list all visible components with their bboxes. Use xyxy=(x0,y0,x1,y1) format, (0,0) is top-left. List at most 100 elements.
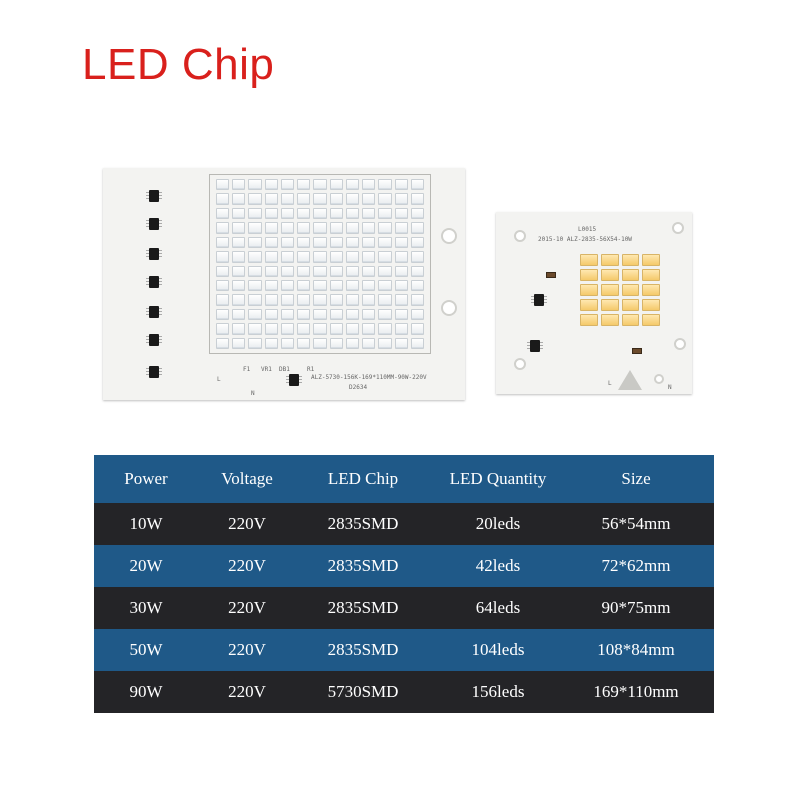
cell-power: 90W xyxy=(129,682,163,701)
led-cell xyxy=(264,323,278,335)
silkscreen-label-r1: R1 xyxy=(307,366,315,373)
silkscreen-label-vr1: VR1 xyxy=(261,366,272,373)
led-cell xyxy=(313,193,327,205)
led-cell xyxy=(232,337,246,349)
driver-chip-icon xyxy=(146,334,162,346)
led-cell xyxy=(280,236,295,249)
led-cell xyxy=(621,314,640,326)
led-cell xyxy=(232,222,246,234)
table-row: 30W 220V 2835SMD 64leds 90*75mm xyxy=(94,587,714,629)
driver-chip-icon xyxy=(146,248,162,260)
led-cell xyxy=(362,193,376,205)
led-cell xyxy=(329,236,343,249)
led-cell xyxy=(378,179,392,191)
led-cell xyxy=(329,279,343,292)
led-cell xyxy=(297,193,311,205)
driver-chip-icon xyxy=(531,294,547,306)
led-cell xyxy=(410,179,424,191)
led-cell xyxy=(216,207,230,220)
led-cell xyxy=(345,294,360,306)
led-cell xyxy=(394,207,408,220)
led-cell xyxy=(297,323,311,335)
led-cell xyxy=(248,323,262,335)
led-array-white xyxy=(209,174,431,354)
cell-led-quantity: 42leds xyxy=(475,556,521,575)
led-cell xyxy=(248,251,262,263)
led-cell xyxy=(345,265,360,277)
header-size: Size xyxy=(621,469,651,488)
led-cell xyxy=(297,251,311,263)
led-cell xyxy=(378,323,392,335)
led-cell xyxy=(600,269,619,281)
mounting-hole xyxy=(514,230,526,242)
led-cell xyxy=(216,251,230,263)
led-cell xyxy=(345,308,360,321)
led-cell xyxy=(410,251,424,263)
led-cell xyxy=(232,236,246,249)
header-led-chip: LED Chip xyxy=(327,469,399,488)
led-cell xyxy=(642,269,660,281)
led-cell xyxy=(264,337,278,349)
silkscreen-label-l: L xyxy=(608,380,612,387)
cell-power: 10W xyxy=(129,514,163,533)
led-cell xyxy=(362,251,376,263)
led-cell xyxy=(297,337,311,349)
cell-led-chip: 2835SMD xyxy=(327,640,399,659)
led-cell xyxy=(280,207,295,220)
driver-chip-icon xyxy=(146,190,162,202)
led-cell xyxy=(248,179,262,191)
led-cell xyxy=(621,254,640,266)
led-cell xyxy=(232,251,246,263)
led-cell xyxy=(232,294,246,306)
led-cell xyxy=(378,308,392,321)
cell-power: 50W xyxy=(129,640,163,659)
led-cell xyxy=(394,294,408,306)
led-cell xyxy=(264,236,278,249)
led-cell xyxy=(394,323,408,335)
led-cell xyxy=(329,179,343,191)
led-cell xyxy=(394,179,408,191)
header-voltage: Voltage xyxy=(221,469,273,488)
led-cell xyxy=(216,337,230,349)
table-row: 10W 220V 2835SMD 20leds 56*54mm xyxy=(94,503,714,545)
header-led-quantity: LED Quantity xyxy=(449,469,547,488)
led-cell xyxy=(232,265,246,277)
led-cell xyxy=(232,193,246,205)
led-cell xyxy=(394,251,408,263)
led-cell xyxy=(329,323,343,335)
led-cell xyxy=(378,265,392,277)
mounting-hole xyxy=(514,358,526,370)
led-cell xyxy=(345,279,360,292)
led-cell xyxy=(216,279,230,292)
led-cell xyxy=(313,251,327,263)
cell-led-quantity: 156leds xyxy=(471,682,525,701)
led-cell xyxy=(280,265,295,277)
led-cell xyxy=(394,236,408,249)
led-cell xyxy=(362,308,376,321)
led-cell xyxy=(264,251,278,263)
led-cell xyxy=(248,222,262,234)
led-cell xyxy=(216,179,230,191)
led-cell xyxy=(313,207,327,220)
led-cell xyxy=(410,207,424,220)
silkscreen-label-db1: DB1 xyxy=(279,366,290,373)
cell-led-quantity: 104leds xyxy=(471,640,525,659)
led-cell xyxy=(264,279,278,292)
led-cell xyxy=(264,308,278,321)
led-cell xyxy=(313,308,327,321)
led-cell xyxy=(410,222,424,234)
driver-chip-icon xyxy=(527,340,543,352)
led-cell xyxy=(410,294,424,306)
silkscreen-label-n: N xyxy=(251,390,255,397)
led-cell xyxy=(362,294,376,306)
led-cell xyxy=(232,279,246,292)
led-cell xyxy=(313,337,327,349)
cell-power: 20W xyxy=(129,556,163,575)
led-cell xyxy=(329,294,343,306)
cell-size: 56*54mm xyxy=(601,514,671,533)
led-cell xyxy=(264,222,278,234)
led-cell xyxy=(600,314,619,326)
mounting-hole xyxy=(674,338,686,350)
header-power: Power xyxy=(124,469,168,488)
led-cell xyxy=(313,279,327,292)
